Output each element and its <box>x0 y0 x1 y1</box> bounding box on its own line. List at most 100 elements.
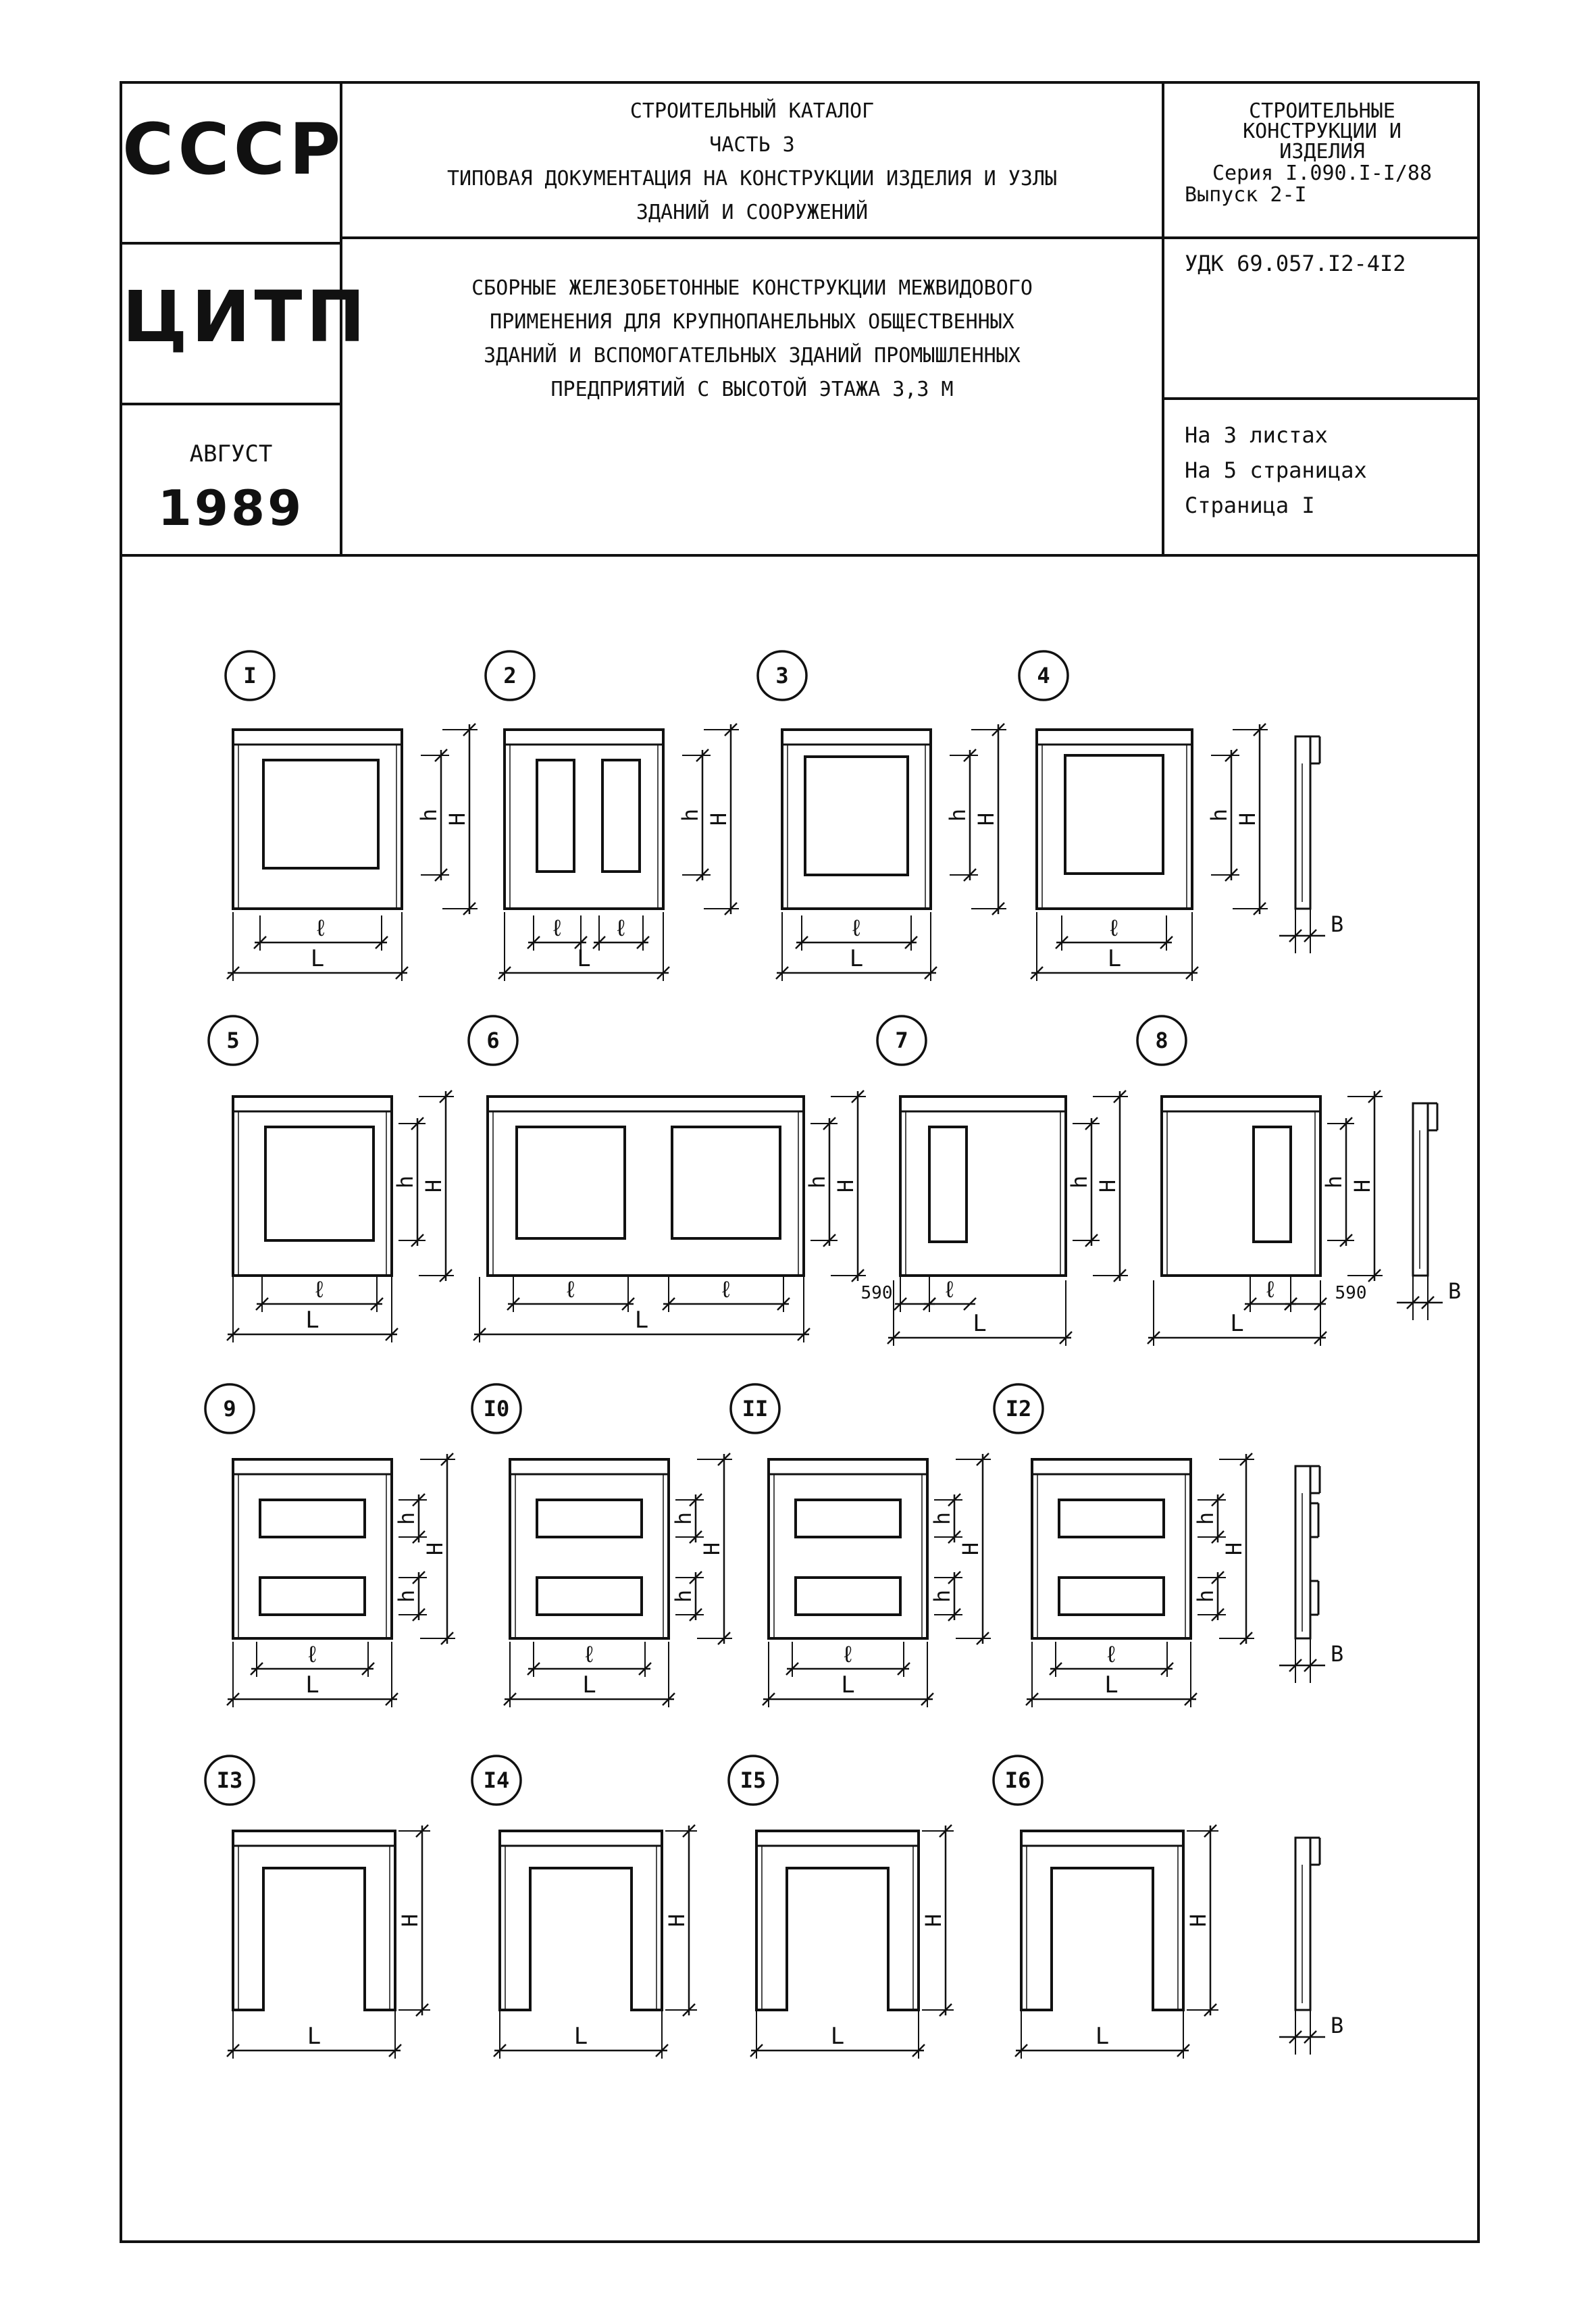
panel-9-H-dim-label: H <box>422 1542 448 1555</box>
left-cell-line-2 <box>120 403 341 405</box>
panel-8-offset-dim-tick-a <box>1284 1297 1297 1311</box>
panel-I0-l-dim-label: ℓ <box>582 1641 596 1668</box>
panel-II-H-dim-label: H <box>958 1542 983 1555</box>
panel-8-l-dim-label: ℓ <box>1264 1276 1277 1303</box>
row-3-section-profile-b-tick-a <box>1289 1659 1302 1672</box>
panel-I-H-dim-label: H <box>444 813 470 826</box>
panel-6-window-opening-1 <box>515 1126 626 1240</box>
panel-2-frame-outline <box>503 728 665 910</box>
panel-I2-window-band-lower <box>1058 1576 1165 1616</box>
panel-7-l-dim-tick-a <box>923 1297 936 1311</box>
panel-I-frame-outline <box>232 728 403 910</box>
panel-II-badge-number: II <box>742 1396 769 1422</box>
panel-9-frame-outline <box>232 1458 393 1640</box>
panel-I0-badge-circle <box>471 1383 522 1434</box>
panel-I-l-dim-label: ℓ <box>314 915 328 942</box>
udk-code: УДК 69.057.I2-4I2 <box>1185 251 1406 276</box>
catalog-subtitle-2: ЗДАНИЙ И СООРУЖЕНИЙ <box>636 201 869 224</box>
panel-I6-badge-number: I6 <box>1005 1767 1031 1793</box>
catalog-subtitle: ТИПОВАЯ ДОКУМЕНТАЦИЯ НА КОНСТРУКЦИИ ИЗДЕ… <box>446 167 1058 191</box>
panel-I2-badge-circle <box>993 1383 1044 1434</box>
panel-I0-L-dim-label: L <box>582 1671 596 1699</box>
panel-I-badge-circle <box>224 650 276 701</box>
panel-3-badge-circle <box>756 650 808 701</box>
panel-I2-L-dim-label: L <box>1104 1671 1118 1699</box>
panel-I2-h-dim-lower-label: h <box>1193 1590 1218 1603</box>
panel-9-l-dim-label: ℓ <box>305 1641 319 1668</box>
series-heading-2: КОНСТРУКЦИИ И <box>1243 120 1401 143</box>
panel-II-window-band-lower <box>794 1576 902 1616</box>
panel-7-window-slot <box>928 1126 968 1243</box>
row-2-section-profile-b-label: B <box>1448 1278 1461 1304</box>
panel-8-window-slot <box>1252 1126 1292 1243</box>
page-count: На 5 страницах <box>1185 457 1367 483</box>
panel-I0-h-dim-lower-label: h <box>671 1590 696 1603</box>
panel-9-L-dim-label: L <box>305 1671 319 1699</box>
panel-I0-window-band-lower <box>536 1576 643 1616</box>
panel-9-badge-circle <box>204 1383 255 1434</box>
panel-I4-badge-number: I4 <box>484 1767 510 1793</box>
panel-I4-L-dim-label: L <box>574 2023 588 2050</box>
page-number: Страница I <box>1185 493 1315 518</box>
sheets-cell: На 3 листах На 5 страницах Страница I <box>1185 418 1475 523</box>
document-title-line-3: ЗДАНИЙ И ВСПОМОГАТЕЛЬНЫХ ЗДАНИЙ ПРОМЫШЛЕ… <box>484 344 1021 368</box>
panel-2-l-dim-1-label: ℓ <box>550 915 564 942</box>
panel-I4-badge-circle <box>471 1755 522 1806</box>
panel-8-H-dim-label: H <box>1349 1180 1375 1192</box>
panel-2-window-slot-2 <box>601 759 641 873</box>
panel-4-h-dim-label: h <box>1206 809 1232 822</box>
panel-I4-H-dim-label: H <box>664 1914 690 1927</box>
country-code: СССР <box>122 108 345 191</box>
panel-2-H-dim-label: H <box>706 813 731 826</box>
panel-I5-H-dim-label: H <box>921 1914 946 1927</box>
panel-4-badge-circle <box>1018 650 1069 701</box>
panel-9-h-dim-lower-label: h <box>394 1590 419 1603</box>
document-title-line-2: ПРИМЕНЕНИЯ ДЛЯ КРУПНОПАНЕЛЬНЫХ ОБЩЕСТВЕН… <box>490 310 1014 334</box>
row-2-section-profile-b-tick-b <box>1421 1296 1435 1309</box>
panel-5-frame-outline <box>232 1095 393 1277</box>
panel-9-window-band-lower <box>259 1576 366 1616</box>
panel-6-badge-number: 6 <box>486 1028 499 1053</box>
panel-II-window-band-upper <box>794 1499 902 1538</box>
panel-7-offset-label: 590 <box>861 1283 893 1303</box>
panel-8-h-dim-label: h <box>1321 1176 1347 1188</box>
panel-3-frame-outline <box>781 728 932 910</box>
date-cell: АВГУСТ 1989 <box>122 441 340 536</box>
panel-6-window-opening-2 <box>671 1126 781 1240</box>
panel-II-h-dim-upper-label: h <box>929 1512 955 1525</box>
series-cell: СТРОИТЕЛЬНЫЕ КОНСТРУКЦИИ И ИЗДЕЛИЯ Серия… <box>1164 101 1480 205</box>
publication-month: АВГУСТ <box>189 441 273 468</box>
panel-I4: I4H L <box>471 1755 697 2059</box>
row-4-section-profile-b-tick-b <box>1304 2030 1317 2044</box>
series-heading-1: СТРОИТЕЛЬНЫЕ <box>1249 99 1395 123</box>
panel-9-window-band-upper <box>259 1499 366 1538</box>
row-2-section-profile-body <box>1412 1102 1429 1277</box>
row-1-section-profile-b-label: B <box>1331 911 1343 937</box>
panel-I5-L-dim-label: L <box>831 2023 844 2050</box>
panel-3-H-dim-label: H <box>973 813 999 826</box>
right-cell-line-1 <box>1162 236 1480 239</box>
panel-II-frame-outline <box>767 1458 929 1640</box>
panel-6-l-dim-2-label: ℓ <box>719 1276 733 1303</box>
panel-8-badge-circle <box>1136 1015 1187 1066</box>
issue-number: Выпуск 2-I <box>1185 183 1307 207</box>
panel-I0-frame-outline <box>509 1458 670 1640</box>
panel-I-h-dim-label: h <box>416 809 442 822</box>
document-title-cell: СБОРНЫЕ ЖЕЛЕЗОБЕТОННЫЕ КОНСТРУКЦИИ МЕЖВИ… <box>342 272 1162 407</box>
panel-2-badge-number: 2 <box>503 663 516 688</box>
panel-7-badge-circle <box>876 1015 927 1066</box>
panel-7-H-dim-label: H <box>1095 1180 1121 1192</box>
panel-7-frame-outline <box>899 1095 1067 1277</box>
panel-II-badge-circle <box>729 1383 781 1434</box>
document-title-line-1: СБОРНЫЕ ЖЕЛЕЗОБЕТОННЫЕ КОНСТРУКЦИИ МЕЖВИ… <box>471 276 1033 300</box>
panel-8-frame-outline <box>1160 1095 1322 1277</box>
right-cell-line-2 <box>1162 397 1480 400</box>
